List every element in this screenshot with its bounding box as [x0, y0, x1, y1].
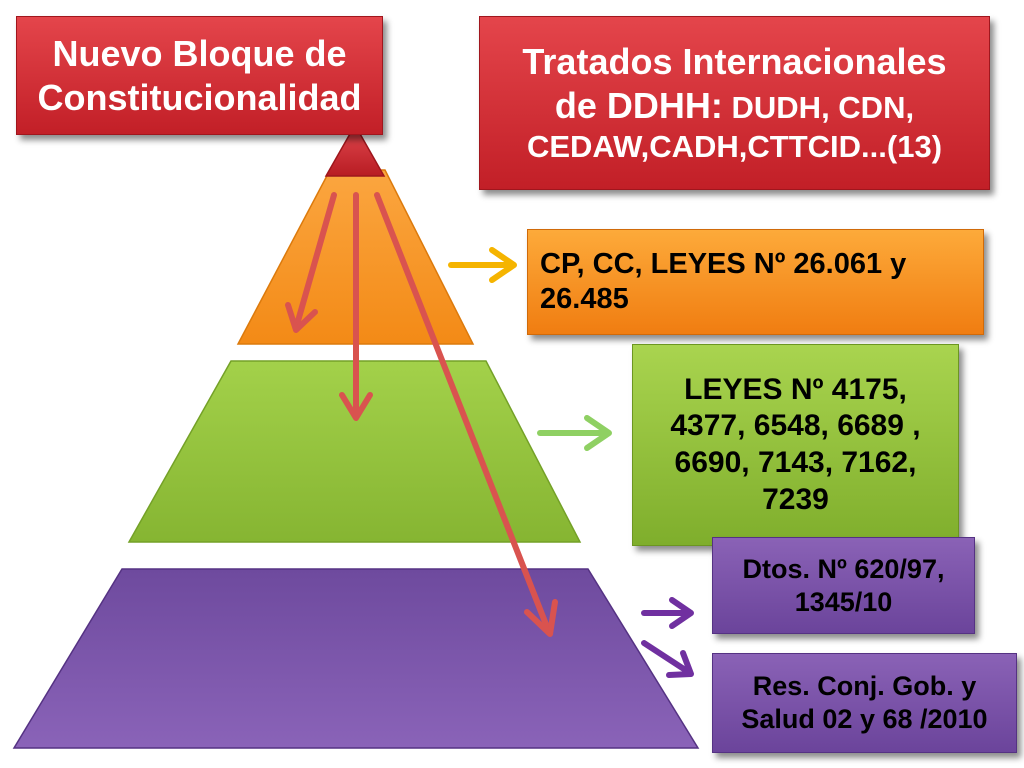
- leyes-line-2: 4377, 6548, 6689 ,: [670, 409, 921, 443]
- yellow-arrow-icon: [448, 247, 517, 283]
- res-line-1: Res. Conj. Gob. y: [752, 671, 977, 702]
- title-line-1: Nuevo Bloque de: [52, 32, 347, 74]
- tratados-line-2a: de DDHH:: [554, 85, 723, 127]
- green-arrow-icon: [537, 415, 612, 451]
- tratados-line-3: CEDAW,CADH,CTTCID...(13): [526, 129, 943, 164]
- leyes-line-4: 7239: [762, 482, 829, 516]
- resolucion-box: Res. Conj. Gob. y Salud 02 y 68 /2010: [712, 653, 1017, 753]
- res-line-2: Salud 02 y 68 /2010: [741, 704, 988, 734]
- purple-arrow-icon: [641, 597, 694, 629]
- dtos-line-1: Dtos. Nº 620/97,: [742, 553, 945, 584]
- pyramid-level-bottom: [12, 568, 700, 749]
- purple-diagonal-arrow-icon: [641, 640, 694, 678]
- cp-cc-leyes-box: CP, CC, LEYES Nº 26.061 y 26.485: [527, 229, 984, 335]
- tratados-line-1: Tratados Internacionales: [522, 41, 947, 83]
- cp-line-1: CP, CC, LEYES Nº 26.061 y: [540, 247, 907, 280]
- red-arrows: [285, 192, 558, 637]
- apex-triangle: [324, 123, 386, 177]
- leyes-line-1: LEYES Nº 4175,: [684, 372, 907, 406]
- red-arrow-to-top-level: [293, 192, 337, 331]
- title-box: Nuevo Bloque de Constitucionalidad: [16, 16, 383, 135]
- pyramid-level-middle: [127, 360, 582, 543]
- leyes-box: LEYES Nº 4175, 4377, 6548, 6689 , 6690, …: [632, 344, 959, 546]
- dtos-line-2: 1345/10: [794, 586, 893, 617]
- cp-line-2: 26.485: [540, 283, 629, 315]
- red-arrow-to-bottom-level: [374, 192, 552, 635]
- tratados-line-2: de DDHH: DUDH, CDN,: [522, 84, 946, 128]
- tratados-line-2b: DUDH, CDN,: [722, 90, 915, 126]
- tratados-internacionales-box: Tratados Internacionales de DDHH: DUDH, …: [479, 16, 990, 190]
- decretos-box: Dtos. Nº 620/97, 1345/10: [712, 537, 975, 634]
- title-line-2: Constitucionalidad: [37, 76, 362, 118]
- leyes-line-3: 6690, 7143, 7162,: [674, 446, 917, 479]
